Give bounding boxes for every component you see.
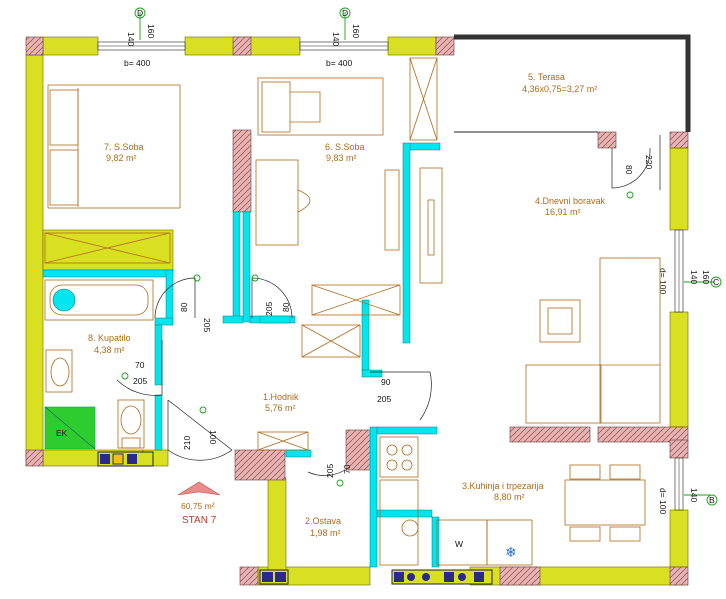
svg-text:8. Kupatilo: 8. Kupatilo xyxy=(88,333,131,343)
room-label-6: 6. S.Soba 9,83 m² xyxy=(325,142,365,163)
svg-text:140: 140 xyxy=(331,32,341,46)
doors xyxy=(116,135,661,487)
door-dim-90: 90 xyxy=(381,377,391,387)
svg-text:5. Terasa: 5. Terasa xyxy=(528,72,565,82)
door-dim-terrace-220: 220 xyxy=(644,155,654,169)
living-room-furniture xyxy=(419,167,661,424)
door-dim-205-d: 205 xyxy=(377,394,391,404)
room-label-1: 1.Hodnik 5,76 m² xyxy=(263,392,299,413)
door-dim-205-e: 205 xyxy=(325,464,335,478)
svg-text:B: B xyxy=(709,495,715,505)
svg-text:16,91 m²: 16,91 m² xyxy=(545,207,581,217)
svg-text:140: 140 xyxy=(689,270,699,284)
bed-bedroom-6 xyxy=(255,57,438,316)
svg-text:5,76 m²: 5,76 m² xyxy=(265,403,296,413)
apartment-marker: 60,75 m² STAN 7 xyxy=(177,481,221,526)
svg-text:D: D xyxy=(137,8,143,18)
door-dim-205-b: 205 xyxy=(264,302,274,316)
door-dim-100: 100 xyxy=(208,430,218,444)
apartment-name: STAN 7 xyxy=(182,515,217,526)
washer-label: W xyxy=(455,539,463,549)
room-label-5: 5. Terasa 4,36x0,75=3,27 m² xyxy=(522,72,597,94)
window-marker-right-bot: B d= 100 140 xyxy=(658,488,718,515)
door-dim-80: 80 xyxy=(179,302,189,312)
window-label-left: b= 400 xyxy=(124,58,151,68)
outer-walls xyxy=(25,36,689,586)
window-label-mid: b= 400 xyxy=(326,58,353,68)
svg-text:C: C xyxy=(713,277,719,287)
svg-text:160: 160 xyxy=(701,270,711,284)
door-dim-205-c: 205 xyxy=(133,376,147,386)
door-dim-70: 70 xyxy=(135,360,145,370)
door-dim-210: 210 xyxy=(182,436,192,450)
svg-text:3.Kuhinja i trpezarija: 3.Kuhinja i trpezarija xyxy=(462,481,544,491)
svg-text:6. S.Soba: 6. S.Soba xyxy=(325,142,365,152)
window-marker-top-left: D 140 160 xyxy=(126,7,156,46)
room-label-4: 4.Dnevni boravak 16,91 m² xyxy=(535,196,606,217)
svg-text:1.Hodnik: 1.Hodnik xyxy=(263,392,299,402)
shower-label: EK xyxy=(56,428,68,438)
svg-text:160: 160 xyxy=(351,24,361,38)
svg-text:4,36x0,75=3,27 m²: 4,36x0,75=3,27 m² xyxy=(522,84,597,94)
apartment-area: 60,75 m² xyxy=(181,501,215,511)
svg-text:d= 100: d= 100 xyxy=(658,268,668,295)
fridge-snowflake-icon: ❄ xyxy=(505,544,517,560)
hall-furniture xyxy=(257,324,361,451)
terrace-rail xyxy=(454,34,691,133)
svg-text:D: D xyxy=(342,8,348,18)
door-dim-205: 205 xyxy=(202,318,212,332)
windows xyxy=(97,41,684,511)
svg-text:160: 160 xyxy=(146,24,156,38)
svg-text:7. S.Soba: 7. S.Soba xyxy=(104,142,144,152)
svg-text:4.Dnevni boravak: 4.Dnevni boravak xyxy=(535,196,606,206)
svg-text:d= 100: d= 100 xyxy=(658,488,668,515)
svg-text:9,83 m²: 9,83 m² xyxy=(326,153,357,163)
door-dim-terrace-80: 80 xyxy=(624,165,634,175)
room-label-2: 2.Ostava 1,98 m² xyxy=(305,516,341,538)
door-dim-80-b: 80 xyxy=(281,302,291,312)
utility-boxes xyxy=(97,451,493,585)
svg-text:140: 140 xyxy=(126,32,136,46)
room-label-3: 3.Kuhinja i trpezarija 8,80 m² xyxy=(462,481,544,502)
window-marker-top-mid: D 140 160 xyxy=(331,7,361,46)
bed-bedroom-7 xyxy=(44,84,181,264)
svg-text:4,38 m²: 4,38 m² xyxy=(94,345,125,355)
window-marker-right-top: C d= 100 140 160 xyxy=(658,268,722,295)
svg-text:2.Ostava: 2.Ostava xyxy=(305,516,341,526)
internal-walls xyxy=(42,142,441,568)
brick-elements xyxy=(25,36,689,586)
svg-text:9,82 m²: 9,82 m² xyxy=(106,153,137,163)
svg-text:140: 140 xyxy=(689,488,699,502)
kitchen-fixtures: W ❄ xyxy=(379,436,646,566)
svg-text:8,80 m²: 8,80 m² xyxy=(494,492,525,502)
room-label-8: 8. Kupatilo 4,38 m² xyxy=(88,333,131,355)
svg-text:1,98 m²: 1,98 m² xyxy=(310,528,341,538)
door-dim-70-b: 70 xyxy=(342,464,352,474)
room-label-7: 7. S.Soba 9,82 m² xyxy=(104,142,144,163)
bathroom-fixtures: EK xyxy=(44,279,154,450)
